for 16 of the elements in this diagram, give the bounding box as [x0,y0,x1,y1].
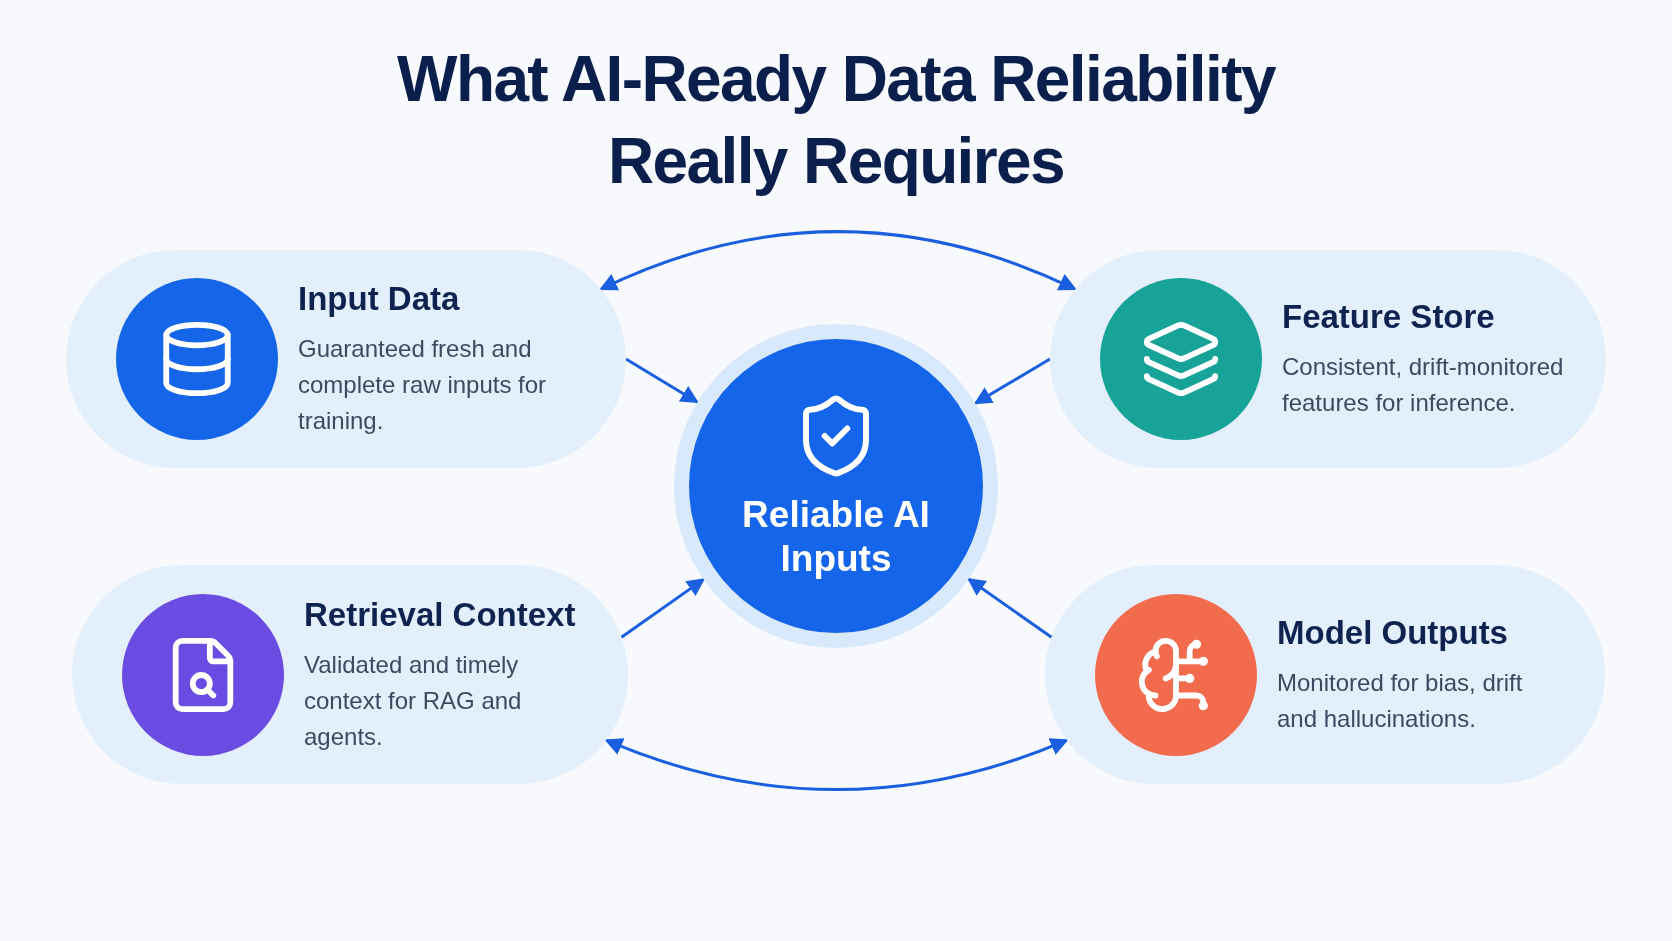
card-heading: Input Data [298,279,461,319]
arrow [604,737,1069,791]
card-description: Monitored for bias, drift and hallucinations. [1277,667,1524,734]
arrow [967,577,1053,639]
card-heading: Feature Store [1282,297,1496,337]
arrow [620,578,706,639]
card-description: Consistent, drift-monitored features for inference. [1282,352,1565,418]
arrow [599,230,1077,291]
arrow [973,357,1051,405]
card-description: Guaranteed fresh and complete raw inputs for training. [298,334,548,436]
card-description: Validated and timely context for RAG and agents. [304,649,523,752]
title: What AI-Ready Data Reliability Really Requires [396,42,1277,199]
card-heading: Model Outputs [1277,612,1509,653]
hub-label: Reliable AI Inputs [741,493,931,581]
arrow [625,357,699,404]
card-heading: Retrieval Context [304,594,577,635]
